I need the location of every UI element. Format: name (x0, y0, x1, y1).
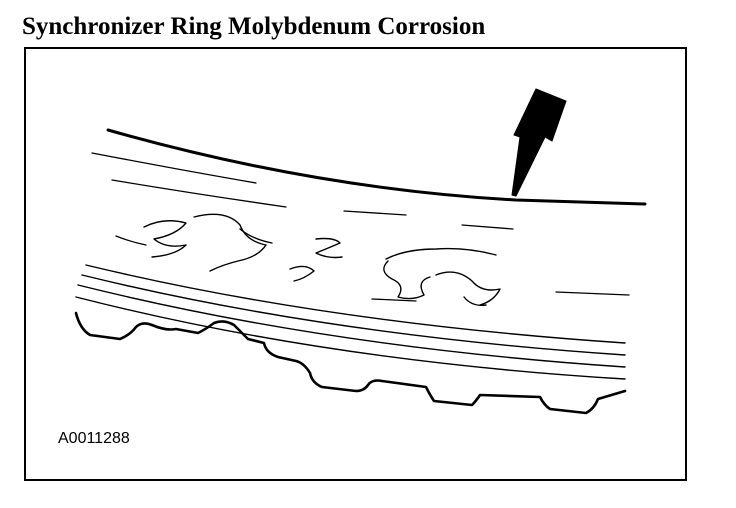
ring-contour-line (343, 210, 407, 216)
ring-band (75, 296, 626, 380)
ring-contour-line (461, 224, 514, 230)
figure-id-label: A0011288 (58, 430, 130, 447)
ring-contour-line (91, 152, 257, 184)
ring-band (77, 284, 626, 368)
corrosion-mark (315, 237, 343, 259)
corrosion-mark (193, 213, 267, 272)
corrosion-mark (143, 220, 187, 258)
corrosion-mark (383, 260, 431, 300)
corrosion-mark (239, 228, 273, 244)
figure-frame: A0011288 (24, 47, 687, 481)
page-title: Synchronizer Ring Molybdenum Corrosion (22, 13, 486, 40)
corrosion-mark (435, 271, 501, 306)
ring-band (85, 264, 626, 344)
corrosion-mark (385, 247, 497, 260)
ring-contour-line (115, 235, 147, 246)
ring-contour-line (555, 291, 630, 296)
ring-band (81, 274, 626, 356)
corrosion-mark (463, 296, 487, 307)
synchronizer-teeth (74, 311, 627, 415)
ring-contour-line (111, 179, 287, 208)
corrosion-mark (289, 265, 315, 282)
ring-contour-line (371, 298, 417, 302)
ring-outer-edge (106, 128, 647, 206)
synchronizer-ring-illustration (74, 88, 647, 415)
arrow-icon (511, 88, 567, 197)
